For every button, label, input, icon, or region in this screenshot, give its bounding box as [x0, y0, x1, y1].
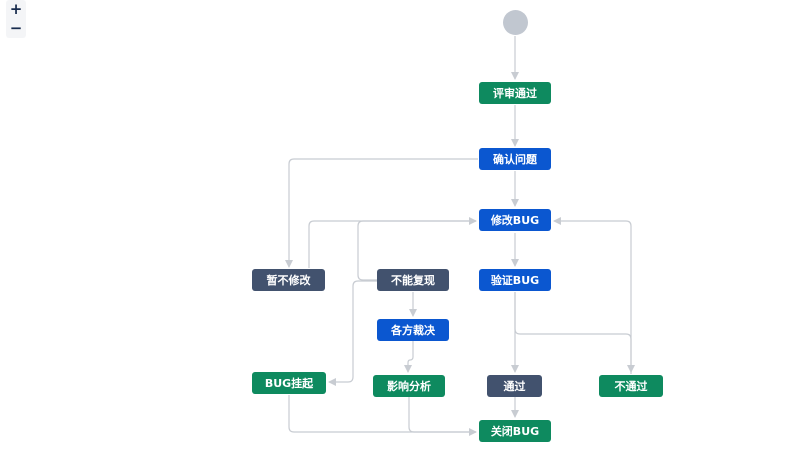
status-confirm-issue[interactable]: 确认问题	[479, 148, 551, 170]
status-review-passed[interactable]: 评审通过	[479, 82, 551, 104]
status-joint-decision[interactable]: 各方裁决	[377, 319, 449, 341]
status-passed[interactable]: 通过	[487, 375, 542, 397]
start-node	[503, 10, 528, 35]
edge-confirm-to-defer	[285, 158, 478, 268]
status-verify-bug[interactable]: 验证BUG	[479, 269, 551, 291]
status-cannot-reproduce[interactable]: 不能复现	[377, 269, 449, 291]
edge-defer-to-fix	[308, 217, 477, 268]
zoom-out-button[interactable]: −	[9, 19, 23, 37]
edge-impact-to-close	[408, 397, 476, 433]
status-not-passed[interactable]: 不通过	[599, 375, 663, 397]
status-bug-suspended[interactable]: BUG挂起	[252, 372, 326, 394]
edge-decision-to-impact	[404, 341, 414, 373]
edge-verify-to-not-passed	[514, 292, 635, 373]
zoom-in-button[interactable]: +	[9, 0, 23, 18]
status-defer-fix[interactable]: 暂不修改	[252, 269, 325, 291]
status-close-bug[interactable]: 关闭BUG	[479, 420, 551, 442]
zoom-controls: + −	[6, 0, 26, 38]
edge-suspended-to-close	[288, 395, 477, 436]
edge-cannot-reproduce-to-fix	[357, 220, 476, 281]
status-fix-bug[interactable]: 修改BUG	[479, 209, 551, 231]
status-impact-analysis[interactable]: 影响分析	[373, 375, 445, 397]
edge-cannot-reproduce-to-suspended	[328, 280, 377, 386]
edge-not-passed-to-fix	[553, 217, 632, 374]
